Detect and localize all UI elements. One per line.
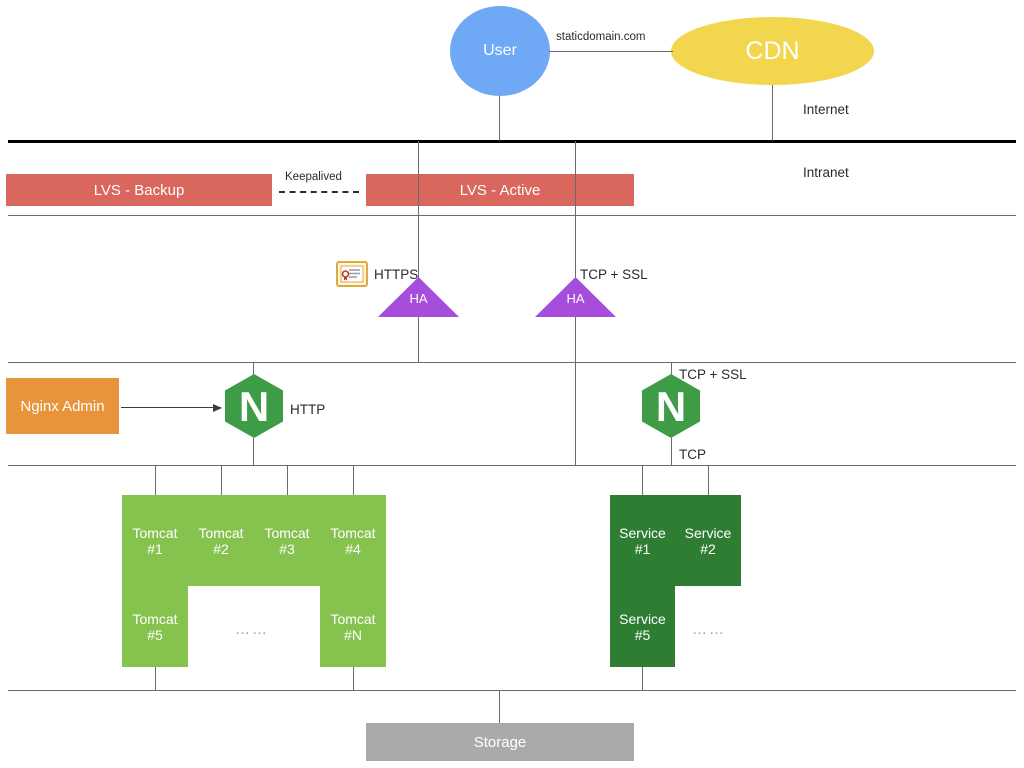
node-tomcat-3-label: Tomcat #3 bbox=[264, 524, 310, 557]
edge-user-cdn bbox=[549, 51, 673, 52]
edge-service5-down bbox=[642, 667, 643, 691]
node-tomcat-n-label: Tomcat #N bbox=[330, 610, 376, 643]
node-ha-right-label: HA bbox=[566, 291, 585, 306]
edge-trunk-left-top bbox=[418, 141, 419, 216]
edge-lane-to-storage bbox=[499, 690, 500, 725]
node-service-1[interactable]: Service #1 bbox=[610, 495, 675, 586]
edge-tomcat5-down bbox=[155, 667, 156, 691]
edge-label-staticdomain: staticdomain.com bbox=[556, 31, 646, 43]
node-user-label: User bbox=[483, 42, 517, 59]
edge-cdn-down bbox=[772, 85, 773, 141]
lane-divider-lvs bbox=[8, 215, 1016, 216]
node-cdn-label: CDN bbox=[745, 36, 800, 65]
node-tomcat-3[interactable]: Tomcat #3 bbox=[254, 495, 320, 586]
node-lvs-active-label: LVS - Active bbox=[459, 181, 541, 199]
edge-user-down bbox=[499, 96, 500, 141]
edge-tomcat4-up bbox=[353, 465, 354, 495]
node-tomcat-1-label: Tomcat #1 bbox=[132, 524, 178, 557]
internet-label: Internet bbox=[803, 102, 849, 117]
lane-divider-storage bbox=[8, 690, 1016, 691]
node-nginx-admin[interactable]: Nginx Admin bbox=[6, 378, 119, 434]
node-tomcat-5-label: Tomcat #5 bbox=[132, 610, 178, 643]
node-tomcat-2[interactable]: Tomcat #2 bbox=[188, 495, 254, 586]
internet-intranet-divider bbox=[8, 140, 1016, 143]
edge-trunk-right-mid bbox=[575, 362, 576, 466]
edge-label-tcp-right: TCP bbox=[679, 447, 706, 462]
node-lvs-backup-label: LVS - Backup bbox=[93, 181, 185, 199]
edge-keepalived bbox=[279, 191, 359, 193]
edge-label-keepalived: Keepalived bbox=[285, 171, 342, 183]
edge-ha-right-down bbox=[575, 317, 576, 363]
edge-tomcat1-up bbox=[155, 465, 156, 495]
svg-text:N: N bbox=[656, 383, 686, 430]
edge-nginx-right-up bbox=[671, 362, 672, 382]
node-service-5[interactable]: Service #5 bbox=[610, 586, 675, 667]
lane-divider-ha bbox=[8, 362, 1016, 363]
tomcat-ellipsis: …… bbox=[235, 621, 269, 638]
edge-label-tcp-ssl-right: TCP + SSL bbox=[679, 367, 747, 382]
node-service-2-label: Service #2 bbox=[684, 524, 732, 557]
node-user[interactable]: User bbox=[450, 6, 550, 96]
node-nginx-right[interactable]: N bbox=[641, 373, 701, 439]
node-nginx-left[interactable]: N bbox=[224, 373, 284, 439]
edge-service2-up bbox=[708, 465, 709, 495]
node-nginx-admin-label: Nginx Admin bbox=[20, 397, 105, 415]
node-service-1-label: Service #1 bbox=[619, 524, 666, 557]
node-ha-right[interactable]: HA bbox=[535, 277, 616, 317]
edge-label-https: HTTPS bbox=[374, 267, 419, 282]
node-tomcat-5[interactable]: Tomcat #5 bbox=[122, 586, 188, 667]
edge-tomcat3-up bbox=[287, 465, 288, 495]
edge-nginx-left-down bbox=[253, 438, 254, 466]
node-lvs-backup[interactable]: LVS - Backup bbox=[6, 174, 272, 206]
edge-tomcat2-up bbox=[221, 465, 222, 495]
edge-tomcatn-down bbox=[353, 667, 354, 691]
node-ha-left[interactable]: HA bbox=[378, 277, 459, 317]
node-storage[interactable]: Storage bbox=[366, 723, 634, 761]
intranet-label: Intranet bbox=[803, 165, 849, 180]
edge-trunk-right-top bbox=[575, 141, 576, 216]
edge-admin-to-nginx bbox=[121, 403, 222, 412]
node-tomcat-4[interactable]: Tomcat #4 bbox=[320, 495, 386, 586]
edge-ha-left-down bbox=[418, 317, 419, 363]
node-service-2[interactable]: Service #2 bbox=[675, 495, 741, 586]
service-ellipsis: …… bbox=[692, 621, 726, 638]
svg-text:N: N bbox=[239, 383, 269, 430]
node-lvs-active[interactable]: LVS - Active bbox=[366, 174, 634, 206]
edge-service1-up bbox=[642, 465, 643, 495]
node-storage-label: Storage bbox=[473, 733, 527, 751]
node-tomcat-1[interactable]: Tomcat #1 bbox=[122, 495, 188, 586]
node-cdn[interactable]: CDN bbox=[671, 17, 874, 85]
lane-divider-nginx bbox=[8, 465, 1016, 466]
certificate-icon bbox=[336, 261, 368, 292]
node-tomcat-n[interactable]: Tomcat #N bbox=[320, 586, 386, 667]
node-tomcat-2-label: Tomcat #2 bbox=[198, 524, 244, 557]
node-service-5-label: Service #5 bbox=[619, 610, 666, 643]
edge-lane-to-nginx-left bbox=[253, 362, 419, 363]
node-ha-left-label: HA bbox=[409, 291, 428, 306]
edge-label-http: HTTP bbox=[290, 402, 326, 417]
edge-label-tcp-ssl-left: TCP + SSL bbox=[580, 267, 648, 282]
edge-nginx-right-down bbox=[671, 438, 672, 466]
node-tomcat-4-label: Tomcat #4 bbox=[330, 524, 376, 557]
